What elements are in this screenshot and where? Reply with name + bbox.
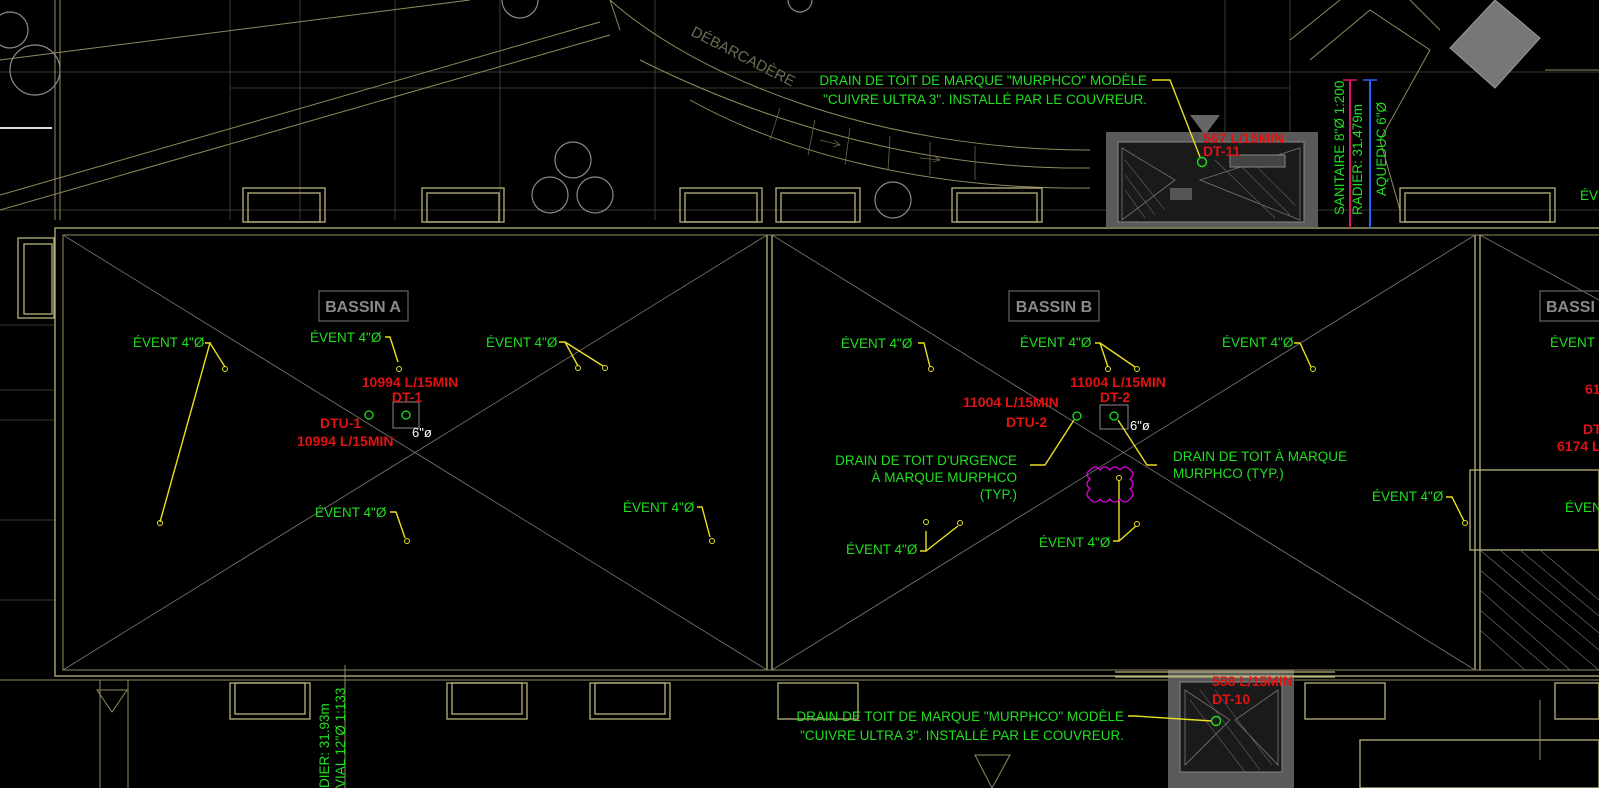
dt1-flow: 10994 L/15MIN bbox=[362, 374, 459, 390]
vent-label-cut: ÉVEN bbox=[1580, 188, 1599, 203]
basin-a-frame bbox=[318, 290, 409, 322]
drain-dt11: DRAIN DE TOIT DE MARQUE "MURPHCO" MODÈLE… bbox=[819, 73, 1284, 168]
dtu2-flow: 11004 L/15MIN bbox=[963, 394, 1059, 410]
vent-label: ÉVENT 4"Ø bbox=[1039, 535, 1111, 550]
drains-basin-b: 11004 L/15MIN DT-2 11004 L/15MIN DTU-2 6… bbox=[963, 374, 1166, 503]
pluvial-bottom-label: VIAL 12"Ø 1:133 bbox=[333, 688, 348, 788]
pipe-size: 6"ø bbox=[412, 425, 432, 440]
drain-typ-note-line1: DRAIN DE TOIT À MARQUE bbox=[1173, 449, 1347, 464]
dt10-flow: 558 L/15MIN bbox=[1212, 673, 1293, 689]
dtu1-flow: 10994 L/15MIN bbox=[297, 433, 394, 449]
utility-lines bbox=[1343, 79, 1377, 228]
vent-label-cut: ÉVEN bbox=[1565, 500, 1599, 515]
radier-label: RADIER: 31.479m bbox=[1350, 104, 1365, 215]
murphco-note-bottom-line1: DRAIN DE TOIT DE MARQUE "MURPHCO" MODÈLE bbox=[796, 709, 1124, 724]
basin-a-title: BASSIN A bbox=[325, 299, 401, 316]
dtu2-id: DTU-2 bbox=[1006, 414, 1047, 430]
vent-label: ÉVENT 4"Ø bbox=[1222, 335, 1294, 350]
street-label: DÉBARCADÈRE bbox=[688, 23, 797, 90]
basin-c-title: BASSI bbox=[1546, 299, 1595, 316]
roof-drain-icon bbox=[1109, 411, 1119, 421]
roof-drain-icon bbox=[1210, 715, 1222, 727]
basin-b-title: BASSIN B bbox=[1016, 299, 1092, 316]
dt2-flow: 11004 L/15MIN bbox=[1070, 374, 1166, 390]
emergency-drain-icon bbox=[364, 410, 374, 420]
right-flow-1: 61 bbox=[1585, 381, 1599, 397]
emergency-drain-icon bbox=[1072, 411, 1082, 421]
dt10-id: DT-10 bbox=[1212, 691, 1250, 707]
revision-cloud bbox=[1086, 466, 1134, 503]
murphco-note-top-line1: DRAIN DE TOIT DE MARQUE "MURPHCO" MODÈLE bbox=[819, 73, 1147, 88]
vent-label: ÉVENT 4"Ø bbox=[846, 542, 918, 557]
penthouse-top bbox=[1106, 115, 1318, 227]
pipe-size: 6"ø bbox=[1130, 418, 1150, 433]
vent-label: ÉVENT 4"Ø bbox=[315, 505, 387, 520]
vent-label: ÉVENT 4"Ø bbox=[133, 335, 205, 350]
tree-icons bbox=[0, 0, 912, 219]
murphco-note-bottom-line2: "CUIVRE ULTRA 3". INSTALLÉ PAR LE COUVRE… bbox=[800, 728, 1124, 743]
roof-drain-icon bbox=[401, 410, 411, 420]
dtu1-id: DTU-1 bbox=[320, 415, 361, 431]
right-cut-labels: 61 DT 6174 L bbox=[1557, 381, 1599, 454]
emergency-note-line2: À MARQUE MURPHCO bbox=[871, 470, 1017, 485]
roof-drain-icon bbox=[1196, 156, 1208, 168]
vent-label: ÉVENT 4"Ø bbox=[841, 336, 913, 351]
dt11-id: DT-11 bbox=[1203, 143, 1241, 159]
radier-bottom-label: DIER: 31.93m bbox=[317, 703, 332, 788]
aqueduc-label: AQUEDUC 6"Ø bbox=[1374, 101, 1389, 196]
dt11-flow: 567 L/15MIN bbox=[1203, 130, 1284, 146]
vents: ÉVENT 4"Ø ÉVENT 4"Ø ÉVENT 4"Ø ÉVENT 4"Ø … bbox=[133, 188, 1599, 557]
murphco-note-top-line2: "CUIVRE ULTRA 3". INSTALLÉ PAR LE COUVRE… bbox=[823, 92, 1147, 107]
dt1-id: DT-1 bbox=[392, 389, 423, 405]
dt2-id: DT-2 bbox=[1100, 389, 1131, 405]
vent-label-cut: ÉVENT 4 bbox=[1550, 335, 1599, 350]
penthouse-bottom bbox=[1115, 670, 1335, 788]
vent-label: ÉVENT 4"Ø bbox=[1372, 489, 1444, 504]
vent-label: ÉVENT 4"Ø bbox=[1020, 335, 1092, 350]
drain-dt10: DRAIN DE TOIT DE MARQUE "MURPHCO" MODÈLE… bbox=[796, 673, 1293, 743]
notes-basin-b: DRAIN DE TOIT D'URGENCE À MARQUE MURPHCO… bbox=[835, 449, 1347, 502]
emergency-note-line3: (TYP.) bbox=[980, 487, 1017, 502]
vent-label: ÉVENT 4"Ø bbox=[310, 330, 382, 345]
basin-b-frame bbox=[1008, 290, 1100, 322]
vent-label: ÉVENT 4"Ø bbox=[623, 500, 695, 515]
right-flow-2: 6174 L bbox=[1557, 438, 1599, 454]
sanitaire-label: SANITAIRE 8"Ø 1:200 bbox=[1332, 81, 1347, 215]
vent-label: ÉVENT 4"Ø bbox=[486, 335, 558, 350]
right-id: DT bbox=[1583, 421, 1599, 437]
roof-outline bbox=[54, 227, 1599, 677]
drains-basin-a: 10994 L/15MIN DT-1 DTU-1 10994 L/15MIN 6… bbox=[297, 374, 458, 449]
drain-typ-note-line2: MURPHCO (TYP.) bbox=[1173, 466, 1284, 481]
basin-c-frame bbox=[1539, 290, 1599, 322]
utility-labels: SANITAIRE 8"Ø 1:200 RADIER: 31.479m AQUE… bbox=[317, 81, 1389, 788]
emergency-note-line1: DRAIN DE TOIT D'URGENCE bbox=[835, 453, 1017, 468]
